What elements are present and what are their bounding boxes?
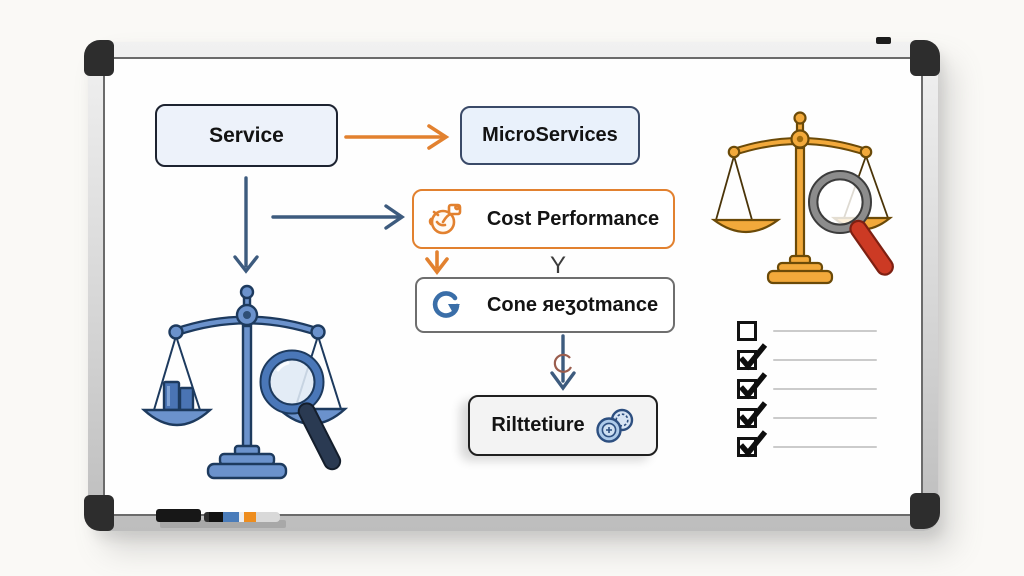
checkbox-checked-icon xyxy=(737,343,768,371)
checkbox-checked-icon xyxy=(737,372,768,400)
checklist-item xyxy=(737,401,877,429)
blue-balance-scale-illustration xyxy=(140,284,349,480)
checklist-item xyxy=(737,430,877,458)
checkbox-checked-icon xyxy=(737,401,768,429)
checkbox-checked-icon xyxy=(737,430,768,458)
checklist-item xyxy=(737,372,877,400)
marker xyxy=(204,512,280,522)
checklist-item xyxy=(737,343,877,371)
frame-corner-bottom-left xyxy=(84,495,114,531)
marker-band-white xyxy=(239,512,244,522)
cone-performance-label: Cone яeʒotmance xyxy=(486,293,659,316)
checklist-line xyxy=(773,417,877,419)
rotate-icon xyxy=(432,291,460,318)
checklist-line xyxy=(773,359,877,361)
eraser xyxy=(156,509,201,522)
marker-tip xyxy=(204,512,209,522)
marker-band-orange xyxy=(244,512,256,522)
marker-cap xyxy=(256,512,280,522)
rilttetiure-label: Rilttetiure xyxy=(491,414,585,436)
service-box: Service xyxy=(155,104,338,167)
microservices-box: MicroServices xyxy=(460,106,640,165)
cost-performance-label: Cost Performance xyxy=(486,207,660,230)
microservices-label: MicroServices xyxy=(482,124,618,146)
checklist-line xyxy=(773,388,877,390)
checkbox-empty-icon xyxy=(737,321,757,341)
branch-label: Y xyxy=(549,252,566,279)
checklist-line xyxy=(773,446,877,448)
magnifier-icon xyxy=(259,349,342,471)
gauge-icon xyxy=(428,203,462,235)
gold-balance-scale-illustration xyxy=(710,111,894,285)
magnifier-icon xyxy=(808,170,894,276)
rilttetiure-box: Rilttetiure xyxy=(468,395,658,456)
cone-performance-box: Cone яeʒotmance xyxy=(415,277,675,333)
left-pan xyxy=(710,218,782,233)
checklist-line xyxy=(773,330,877,332)
marker-body-black xyxy=(209,512,223,522)
service-label: Service xyxy=(209,123,284,147)
marker-band-blue xyxy=(223,512,239,522)
board-hanger-tab xyxy=(876,37,891,44)
left-pan xyxy=(140,408,214,427)
coins-icon xyxy=(595,408,633,443)
checklist-item xyxy=(737,321,877,341)
frame-corner-bottom-right xyxy=(910,493,940,529)
marker-tray xyxy=(160,520,286,528)
cost-performance-box: Cost Performance xyxy=(412,189,675,249)
checklist xyxy=(737,321,877,466)
frame-corner-top-left xyxy=(84,40,114,76)
frame-corner-top-right xyxy=(910,40,940,76)
